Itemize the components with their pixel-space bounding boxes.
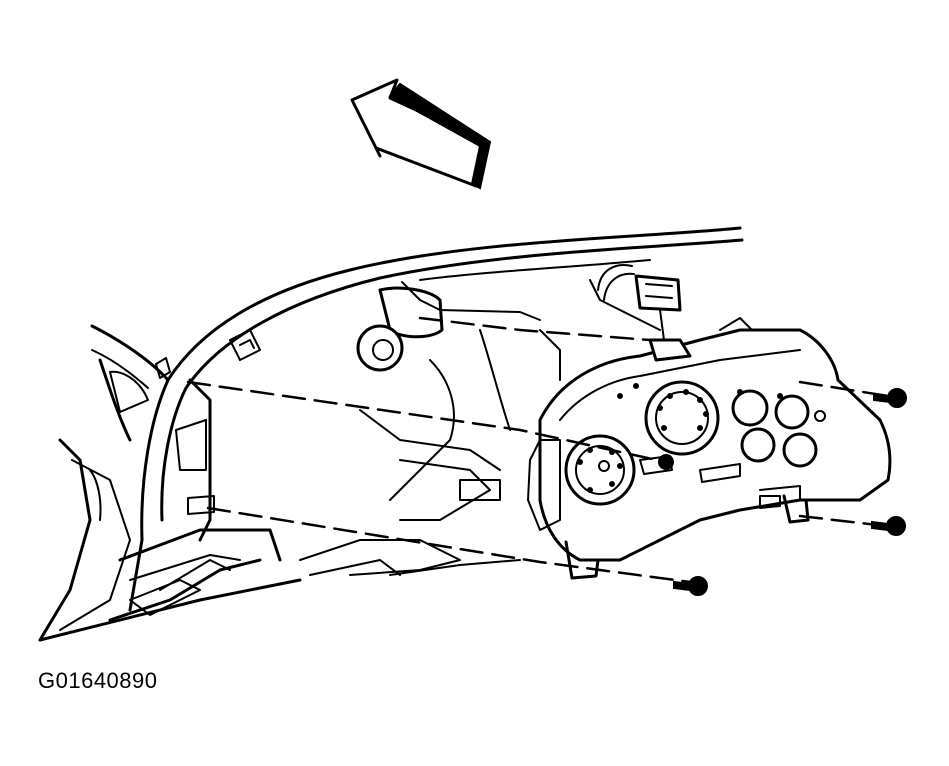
figure-id-label: G01640890: [38, 668, 158, 693]
direction-arrow-icon: [350, 78, 492, 190]
bolt-icon: [871, 516, 906, 536]
electrical-connector-icon: [597, 264, 692, 362]
instrument-cluster: [527, 317, 892, 580]
alignment-lines: [186, 316, 890, 584]
instrument-panel-carrier: [38, 226, 744, 642]
bolt-icon: [673, 576, 708, 596]
bolt-icon: [658, 454, 674, 470]
bolt-icon: [873, 388, 907, 408]
